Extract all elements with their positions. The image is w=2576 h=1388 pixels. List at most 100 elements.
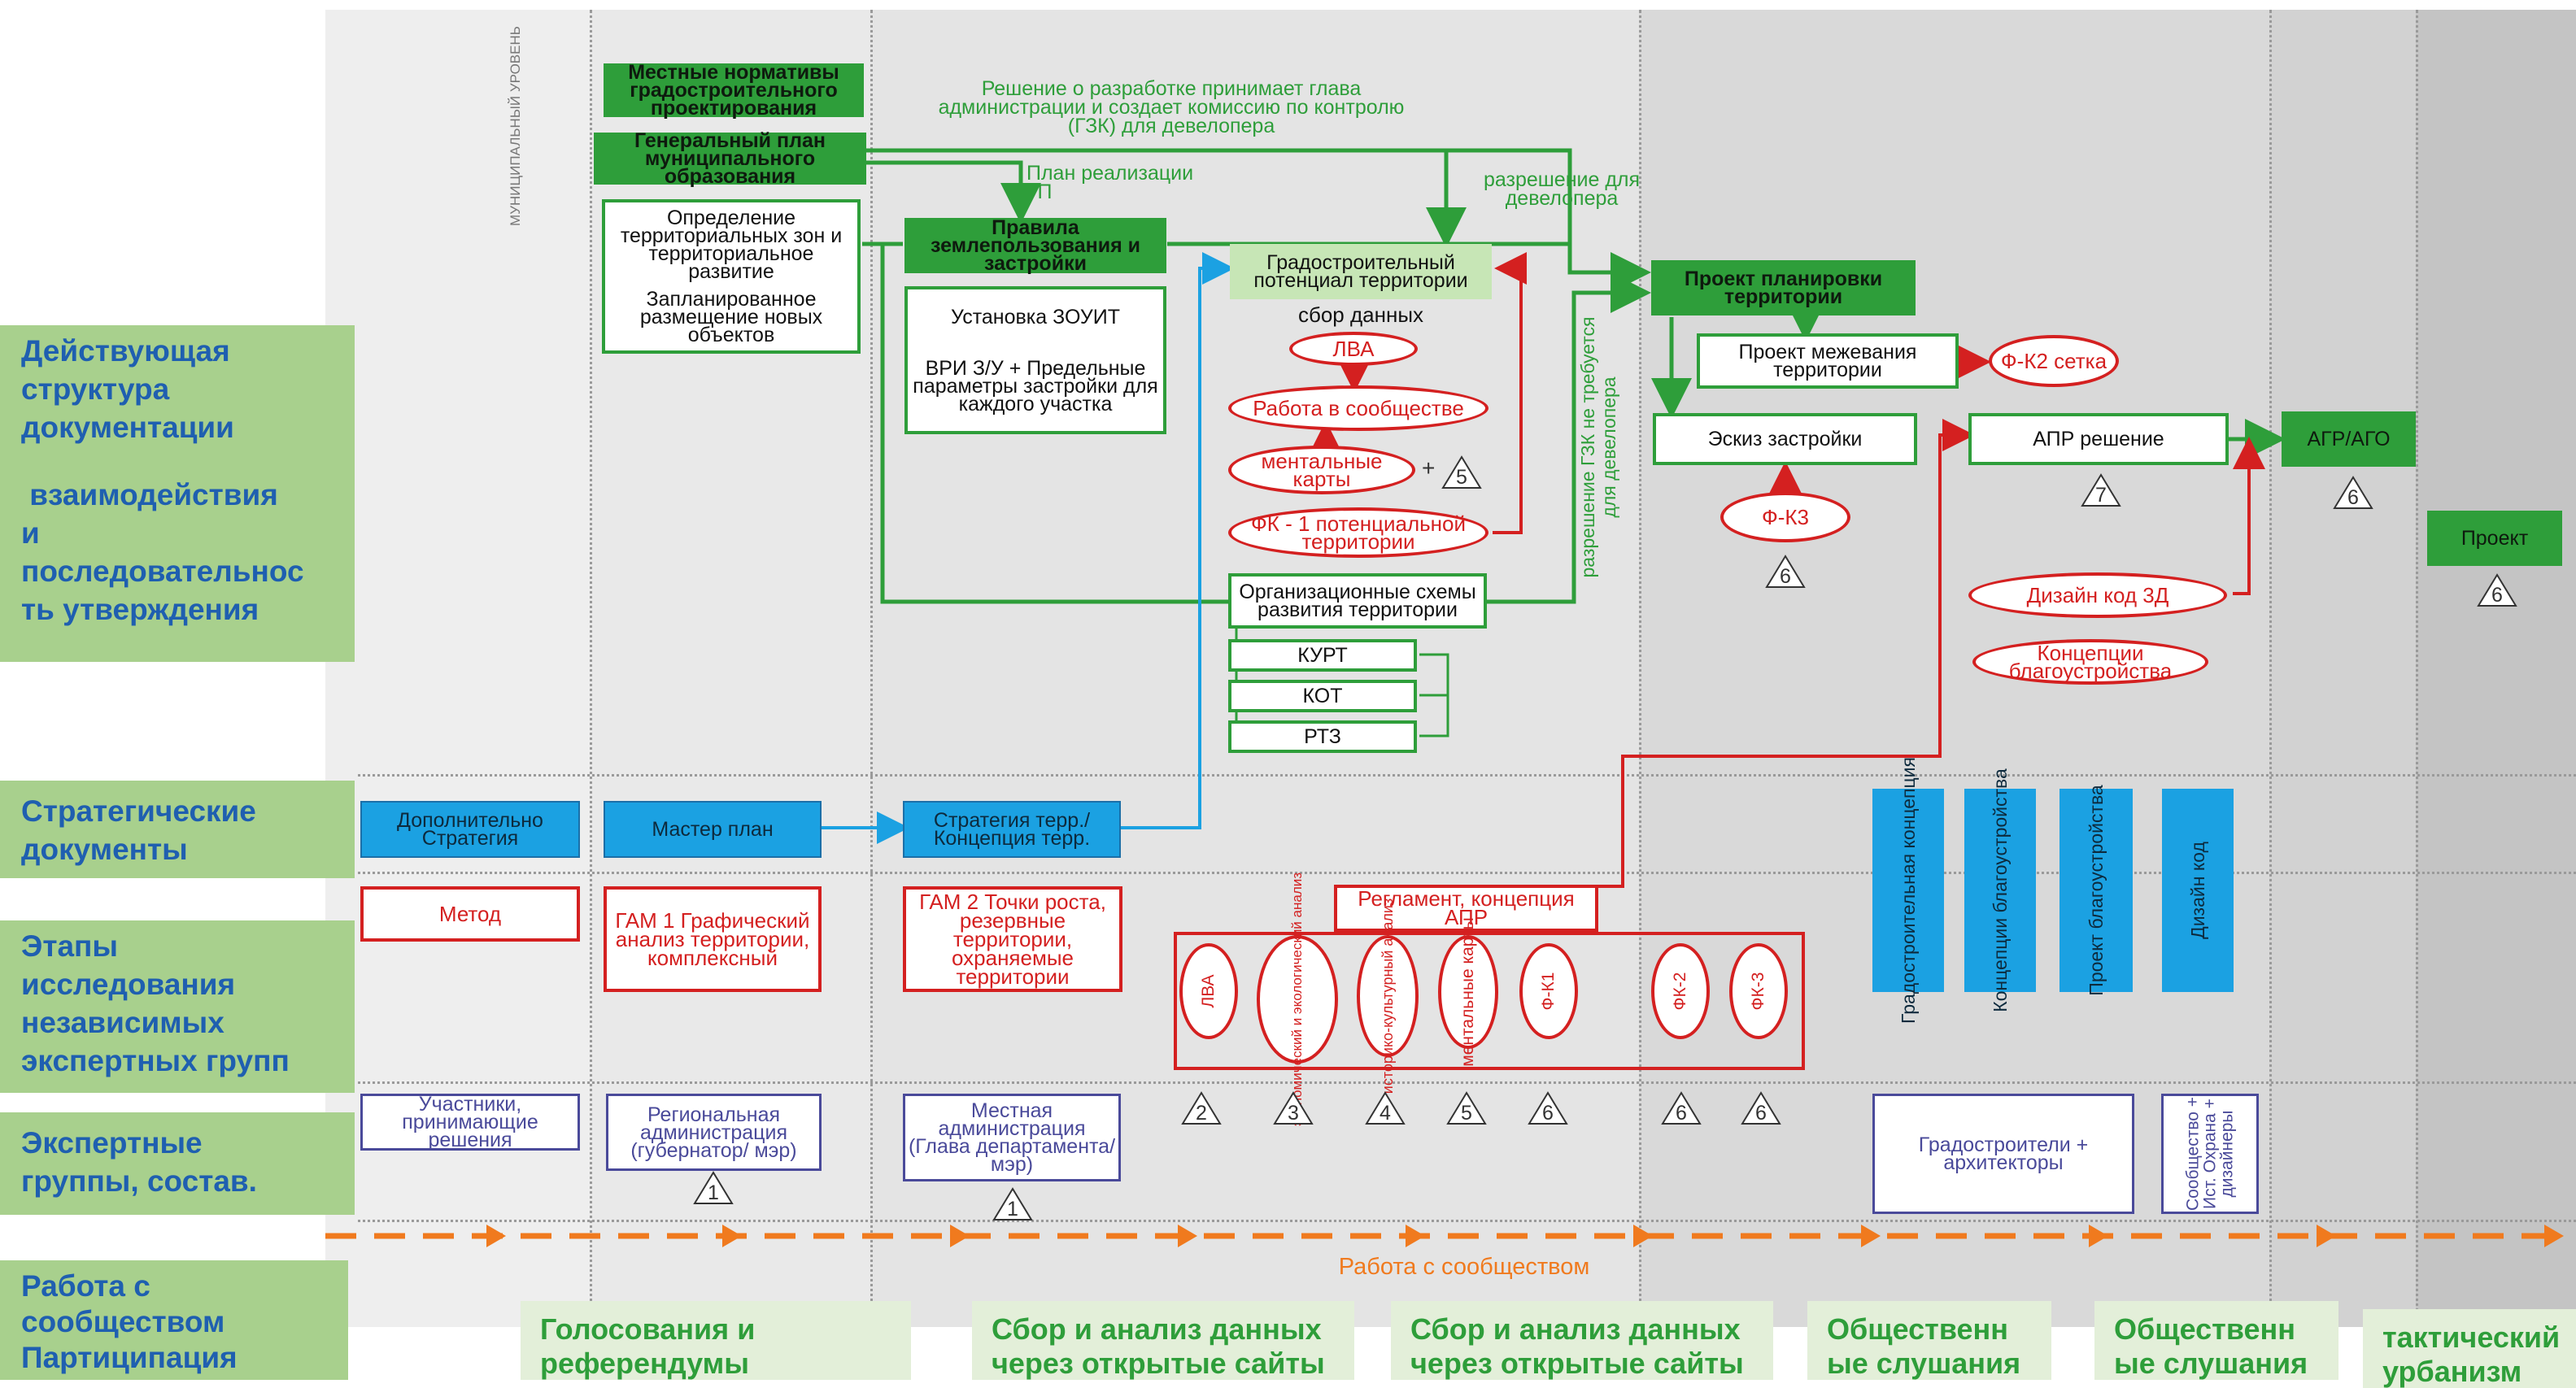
regional-admin-box: Региональная администрация (губернатор/ … — [606, 1094, 822, 1171]
connector-left-frame — [880, 244, 1228, 604]
urbanists-box: Градостроители + архитекторы — [1872, 1094, 2134, 1214]
tactical-urbanism-card: тактический урбанизм — [2363, 1309, 2576, 1388]
reglament-box: Регламент, концепция АПР — [1334, 885, 1598, 932]
planning-project-box: Проект планировки территории — [1651, 260, 1916, 315]
community-work-ellipse: Работа в сообществе — [1228, 385, 1489, 431]
improvement-concept-block: Концепции благоустройства — [1964, 768, 2036, 1012]
local-admin-box: Местная администрация (Глава департамент… — [903, 1094, 1121, 1181]
research-history-ellipse: историко-культурный анализ — [1357, 899, 1419, 1094]
triangle-marker: 6 — [1661, 1091, 1702, 1125]
survey-project-box: Проект межевания территории — [1697, 333, 1959, 389]
public-hearings-card-2: Общественн ые слушания — [2094, 1301, 2338, 1380]
fk3-ellipse: Ф-К3 — [1720, 492, 1850, 542]
triangle-marker: 6 — [1765, 555, 1806, 589]
sidebar-community: Работа с сообществом Партиципация — [0, 1260, 348, 1380]
arrow-marker — [2317, 1225, 2336, 1247]
column-divider — [590, 10, 592, 1327]
arrow-marker — [1633, 1225, 1653, 1247]
agr-box: АГР/АГО — [2282, 411, 2416, 467]
data-collection-card-2: Сбор и анализ данных через открытые сайт… — [1391, 1301, 1773, 1380]
voting-card: Голосования и референдумы — [521, 1301, 911, 1380]
gam1-box: ГАМ 1 Графический анализ территории, ком… — [604, 886, 822, 992]
research-maps-ellipse: ментальные карты — [1438, 917, 1498, 1067]
vri-text: ВРИ З/У + Предельные параметры застройки… — [913, 356, 1158, 416]
sidebar-stages: Этапы исследования независимых экспертны… — [0, 920, 355, 1093]
project-box: Проект — [2427, 511, 2562, 566]
community-mix-box: Сообщество + Ист. Охрана + дизайнеры — [2161, 1094, 2259, 1214]
triangle-marker: 3 — [1273, 1091, 1314, 1125]
triangle-marker: 7 — [2081, 473, 2121, 507]
triangle-marker: 6 — [1528, 1091, 1568, 1125]
new-objects-text: Запланированное размещение новых объекто… — [639, 288, 823, 346]
row-divider — [358, 774, 2576, 777]
master-plan-box: Мастер план — [604, 801, 822, 858]
arrow-marker — [2544, 1225, 2564, 1247]
column-divider — [870, 10, 873, 1327]
sidebar-experts: Экспертные группы, состав. — [0, 1112, 355, 1215]
no-gzk-note: разрешение ГЗК не требуется для девелопе… — [1577, 316, 1619, 578]
arrow-marker — [722, 1225, 742, 1247]
data-collection-label: сбор данных — [1297, 302, 1424, 327]
design-code-ellipse: Дизайн код 3Д — [1968, 572, 2227, 618]
improvement-project-block: Проект благоустройства — [2059, 785, 2133, 996]
zones-text: Определение территориальных зон и террит… — [620, 207, 843, 283]
column-divider — [2269, 10, 2272, 1327]
design-code-block: Дизайн код — [2162, 789, 2234, 992]
mental-maps-ellipse: ментальные карты — [1228, 446, 1415, 494]
rtz-box: РТЗ — [1228, 720, 1417, 753]
arrow-marker — [950, 1225, 970, 1247]
triangle-marker: 6 — [2333, 476, 2373, 510]
connector-to-planning — [866, 148, 1651, 293]
land-rules-box: Правила землепользования и застройки — [904, 218, 1166, 274]
arrow-marker — [1178, 1225, 1197, 1247]
sidebar-documents: Действующая структура документации взаим… — [0, 325, 355, 662]
data-collection-card-1: Сбор и анализ данных через открытые сайт… — [972, 1301, 1354, 1380]
row-divider — [358, 1220, 2576, 1222]
local-norms-box: Местные нормативы градостроительного про… — [604, 63, 864, 119]
zones-box: Определение территориальных зон и террит… — [602, 199, 861, 354]
urban-concept-block: Градостроительная концепция — [1872, 757, 1944, 1024]
zouit-box: Установка ЗОУИТ ВРИ З/У + Предельные пар… — [904, 286, 1166, 434]
column-band-5 — [2269, 10, 2416, 1327]
connector-org-to-planning — [1484, 272, 1651, 604]
research-fk1-ellipse: Ф-К1 — [1519, 943, 1578, 1039]
arrow-marker — [2089, 1225, 2108, 1247]
apr-decision-box: АПР решение — [1968, 413, 2229, 465]
arrow-marker — [1861, 1225, 1881, 1247]
research-economic-ellipse: экономический и экологический анализ — [1257, 872, 1338, 1126]
research-fk2-ellipse: ФК-2 — [1651, 943, 1710, 1039]
lva-ellipse: ЛВА — [1289, 332, 1418, 366]
connector-gp-to-rules — [866, 160, 1041, 224]
plus-sign: + — [1422, 455, 1436, 481]
connector-reglament-to-apr — [1598, 419, 1975, 888]
improvement-ellipse: Концепции благоустройства — [1972, 639, 2208, 685]
connector-strategy-to-potential — [1118, 252, 1235, 829]
triangle-marker: 5 — [1441, 455, 1482, 489]
gp-plan-note: План реализации ГП — [1026, 162, 1194, 203]
triangle-marker: 6 — [1741, 1091, 1781, 1125]
urban-potential-box: Градостроительный потенциал территории — [1230, 244, 1492, 299]
column-divider — [1639, 10, 1641, 1327]
sidebar-strategic: Стратегические документы — [0, 781, 355, 878]
triangle-marker: 1 — [992, 1187, 1033, 1221]
triangle-marker: 6 — [2477, 573, 2517, 607]
triangle-marker: 5 — [1446, 1091, 1487, 1125]
triangle-marker: 1 — [693, 1171, 734, 1205]
fk2-ellipse: Ф-К2 сетка — [1989, 335, 2119, 387]
strategy-box: Стратегия терр./ Концепция терр. — [903, 801, 1121, 858]
extra-strategy-box: Дополнительно Стратегия — [360, 801, 580, 858]
research-fk3-ellipse: ФК-3 — [1729, 943, 1788, 1039]
permit-note: разрешение для девелопера — [1483, 168, 1641, 210]
community-line-label: Работа с сообществом — [1338, 1254, 1590, 1280]
sketch-box: Эскиз застройки — [1653, 413, 1917, 465]
decision-note: Решение о разработке принимает глава адм… — [938, 77, 1405, 137]
column-band-6 — [2416, 10, 2576, 1327]
kot-box: КОТ — [1228, 680, 1417, 712]
triangle-marker: 2 — [1181, 1091, 1222, 1125]
triangle-marker: 4 — [1365, 1091, 1406, 1125]
gam2-box: ГАМ 2 Точки роста, резервные территории,… — [903, 886, 1122, 992]
arrow-marker — [486, 1225, 506, 1247]
general-plan-box: Генеральный план муниципального образова… — [594, 131, 866, 187]
fk1-ellipse: ФК - 1 потенциальной территории — [1228, 507, 1489, 558]
connector-design-to-agr — [2233, 437, 2265, 595]
